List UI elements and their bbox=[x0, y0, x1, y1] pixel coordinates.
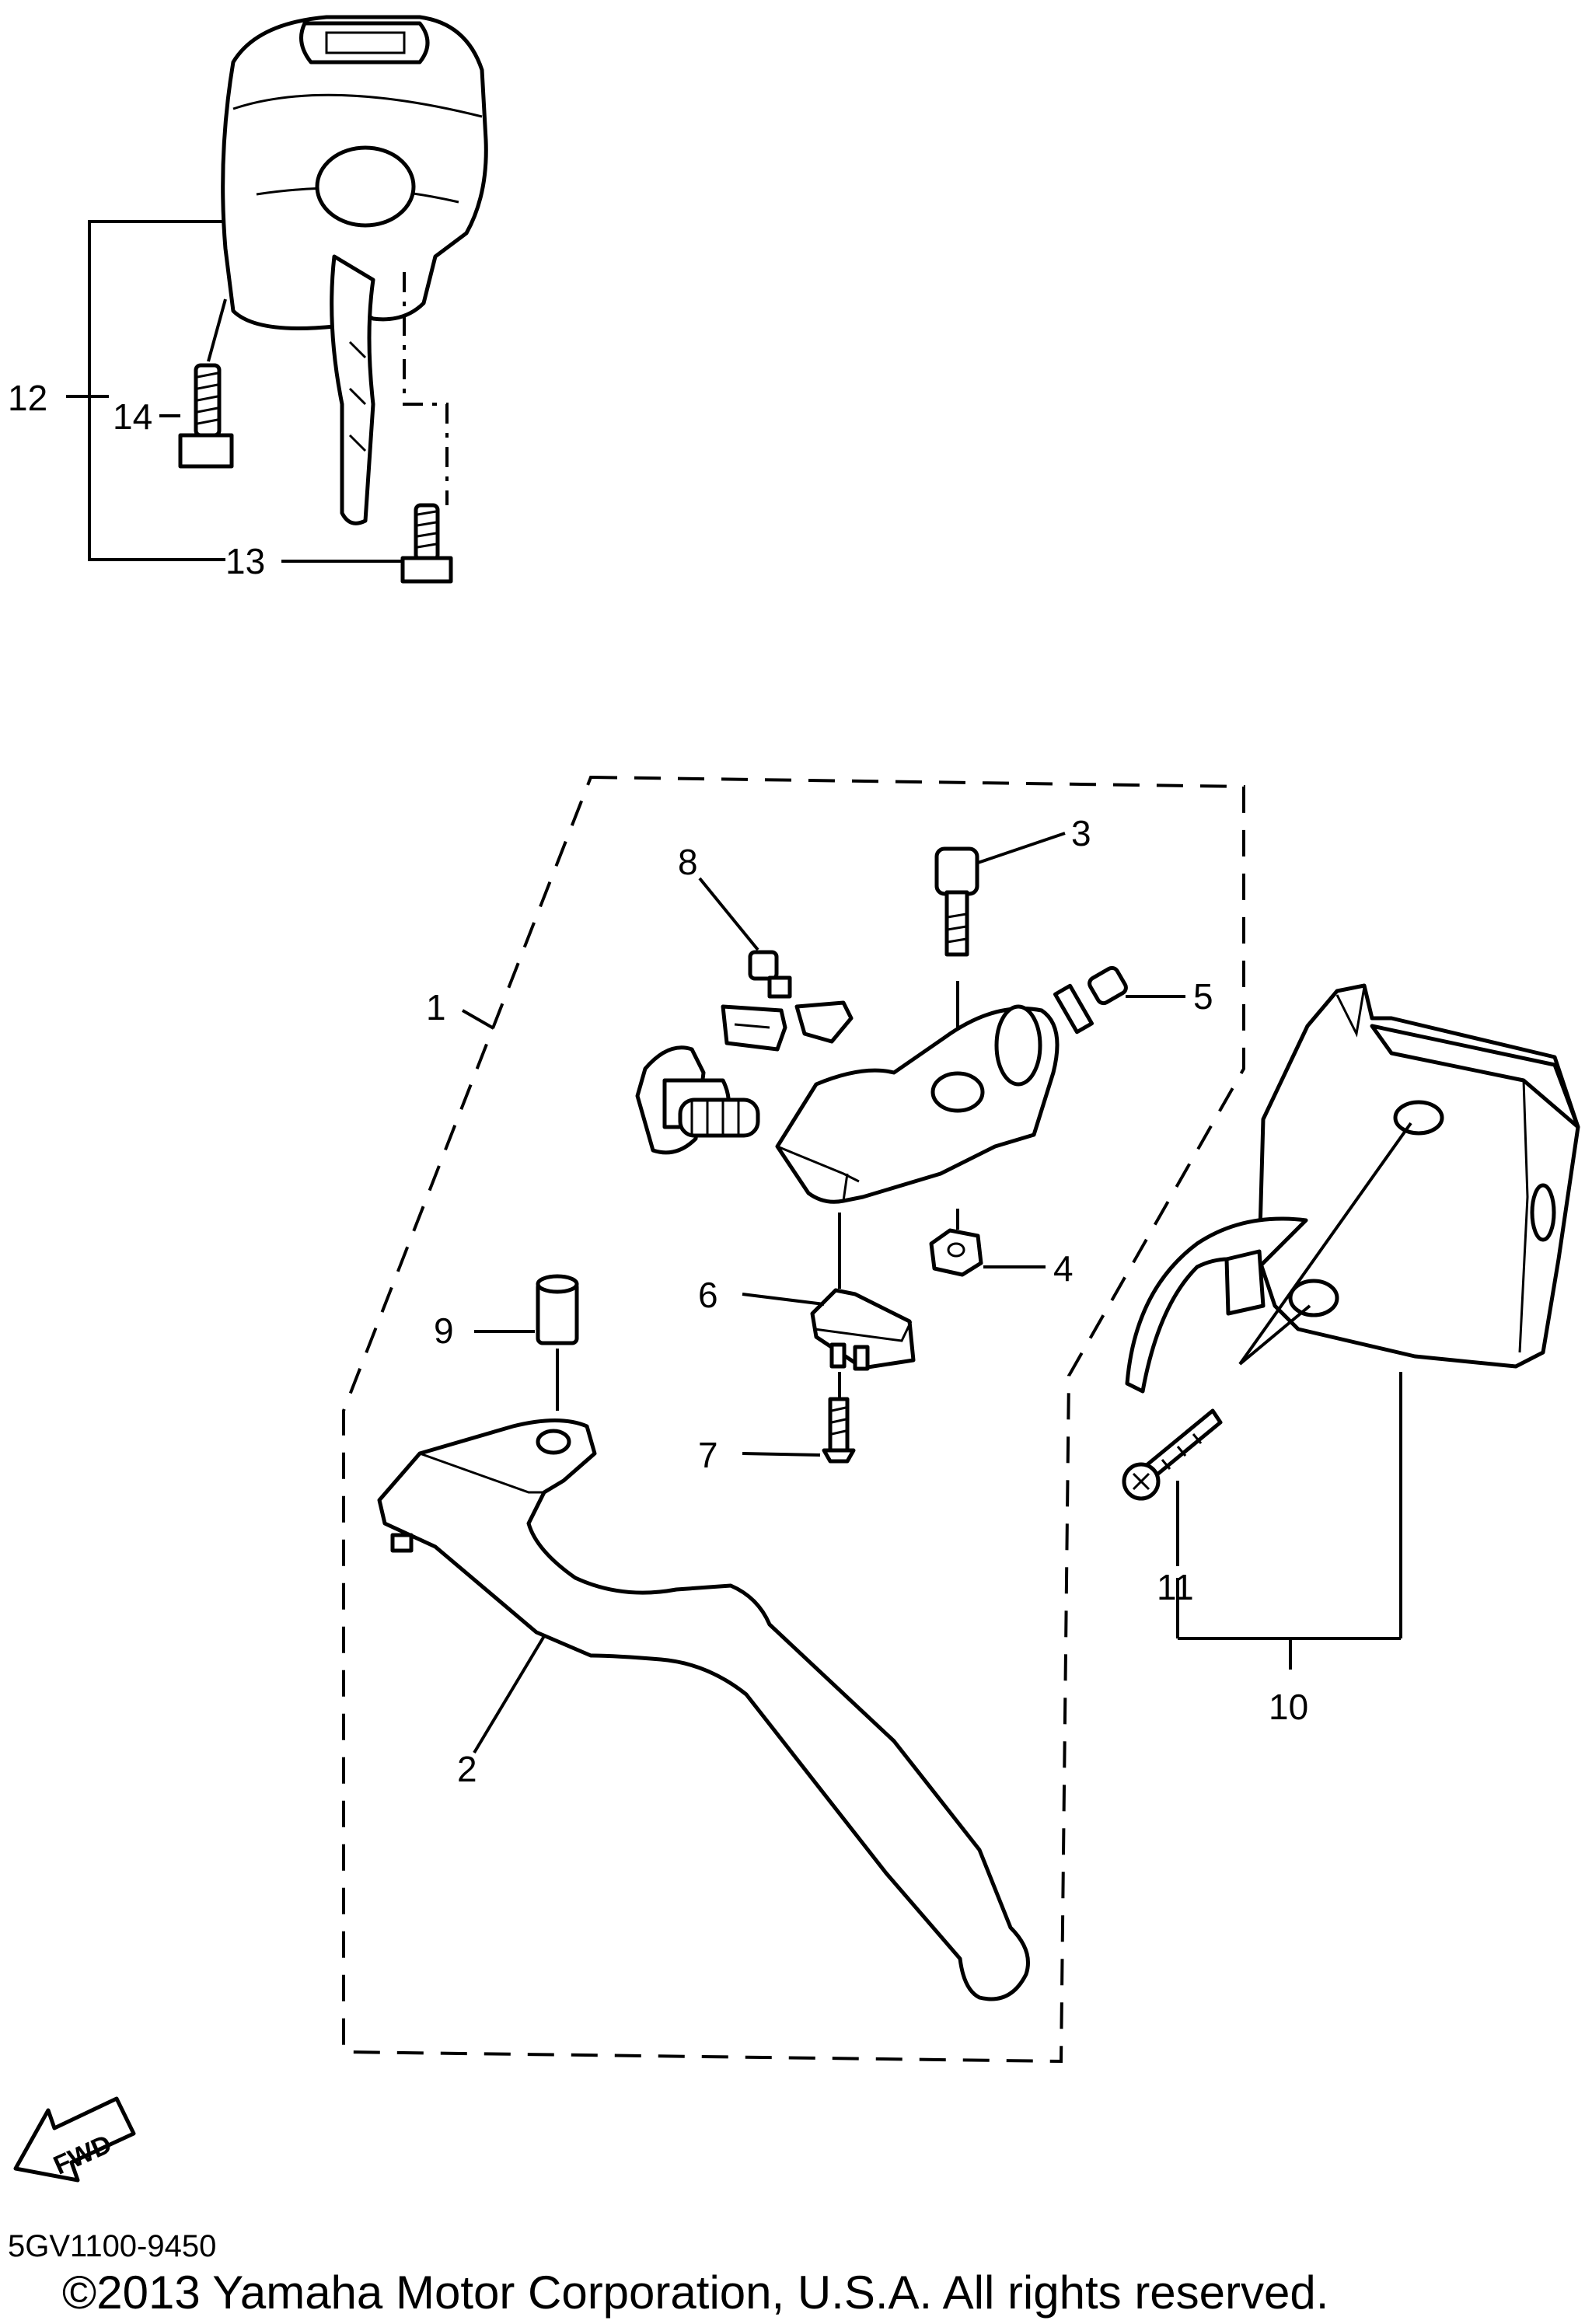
bracket-12 bbox=[88, 220, 225, 561]
bolt-3 bbox=[934, 846, 979, 957]
lever-2 bbox=[377, 1418, 1030, 2001]
fwd-arrow-icon: FWD bbox=[13, 2096, 136, 2183]
callout-10: 10 bbox=[1269, 1687, 1308, 1727]
callout-12: 12 bbox=[8, 378, 47, 418]
callout-13: 13 bbox=[225, 541, 265, 581]
callout-2: 2 bbox=[457, 1749, 477, 1789]
adjuster-knob bbox=[635, 1045, 760, 1155]
callout-9: 9 bbox=[434, 1310, 454, 1351]
lever-holder bbox=[775, 1004, 1060, 1204]
copyright-notice: ©2013 Yamaha Motor Corporation, U.S.A. A… bbox=[62, 2266, 1329, 2319]
callout-7: 7 bbox=[698, 1435, 718, 1475]
collar-9 bbox=[536, 1274, 579, 1345]
switch-bracket bbox=[721, 1000, 854, 1052]
switch-housing-10 bbox=[1125, 983, 1580, 1394]
screw-8 bbox=[748, 950, 792, 999]
screw-11 bbox=[1122, 1408, 1223, 1501]
diagram-code: 5GV1100-9450 bbox=[8, 2229, 217, 2263]
callout-8: 8 bbox=[678, 842, 698, 882]
callout-1: 1 bbox=[426, 987, 446, 1028]
nut-4 bbox=[929, 1228, 983, 1277]
screw-14 bbox=[178, 363, 234, 469]
screw-13 bbox=[400, 503, 453, 584]
handlebar-switch-assembly bbox=[221, 15, 488, 525]
callout-4: 4 bbox=[1053, 1248, 1074, 1289]
screw-7 bbox=[822, 1397, 856, 1464]
screw-13-leader bbox=[403, 272, 449, 505]
lever-assembly-outline bbox=[342, 775, 1245, 2064]
callout-11: 11 bbox=[1157, 1567, 1194, 1607]
bolt-5 bbox=[1053, 965, 1128, 1035]
callout-3: 3 bbox=[1071, 813, 1091, 853]
callout-5: 5 bbox=[1193, 976, 1213, 1017]
callout-14: 14 bbox=[113, 396, 152, 437]
callout-6: 6 bbox=[698, 1275, 718, 1315]
switch-6 bbox=[810, 1288, 916, 1371]
